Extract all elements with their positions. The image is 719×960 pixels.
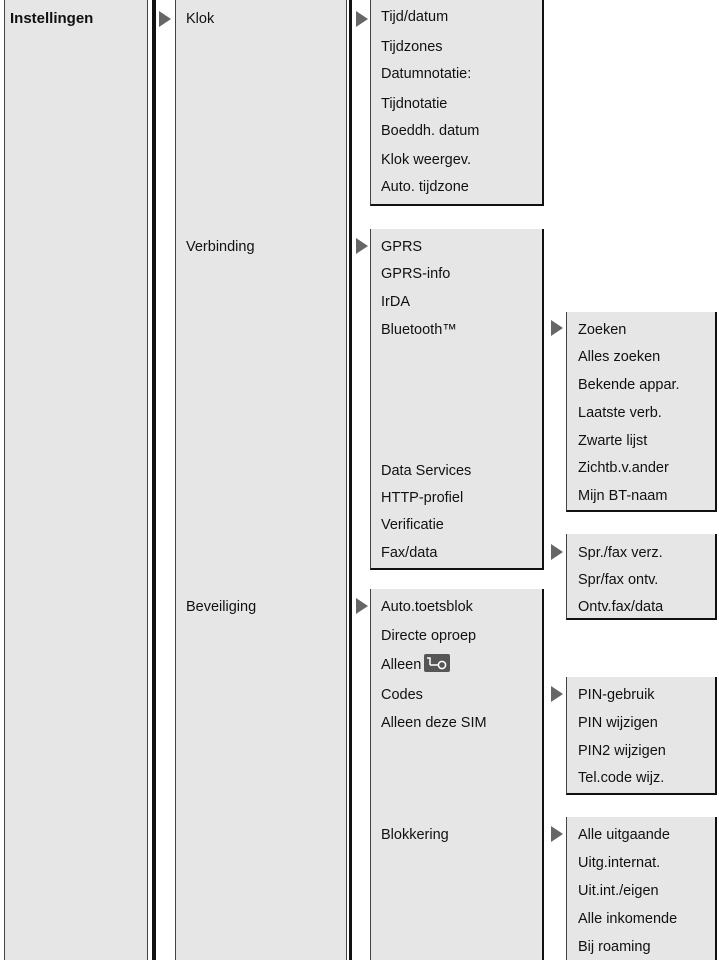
submenu-bluetooth: [566, 312, 717, 512]
menu-item[interactable]: Zichtb.v.ander: [578, 460, 669, 476]
triangle-right-icon: [551, 826, 563, 842]
divider-rule: [349, 0, 352, 960]
menu-item[interactable]: Spr./fax verz.: [578, 545, 663, 561]
menu-column-level1: [175, 0, 347, 960]
menu-item[interactable]: Klok weergev.: [381, 152, 471, 168]
menu-item[interactable]: Blokkering: [381, 827, 449, 843]
menu-column-root: [4, 0, 148, 960]
submenu-verbinding: [370, 229, 544, 570]
menu-item[interactable]: Alles zoeken: [578, 349, 661, 365]
menu-item[interactable]: Datumnotatie:: [381, 66, 472, 82]
menu-item[interactable]: Ontv.fax/data: [578, 599, 664, 615]
menu-item[interactable]: Zwarte lijst: [578, 433, 648, 449]
key-icon: [424, 654, 451, 673]
triangle-right-icon: [356, 238, 368, 254]
submenu-blokkering: [566, 817, 717, 960]
menu-item[interactable]: PIN-gebruik: [578, 687, 655, 703]
menu-item-instellingen[interactable]: Instellingen: [10, 10, 94, 27]
menu-item[interactable]: Tijd/datum: [381, 9, 449, 25]
menu-item[interactable]: HTTP-profiel: [381, 490, 464, 506]
triangle-right-icon: [551, 686, 563, 702]
menu-item[interactable]: Alle inkomende: [578, 911, 678, 927]
menu-item[interactable]: Bekende appar.: [578, 377, 680, 393]
menu-item[interactable]: Bij roaming: [578, 939, 651, 955]
submenu-klok: [370, 0, 544, 206]
menu-item[interactable]: Alleen deze SIM: [381, 715, 487, 731]
triangle-right-icon: [356, 11, 368, 27]
triangle-right-icon: [551, 320, 563, 336]
menu-item[interactable]: IrDA: [381, 294, 410, 310]
menu-item[interactable]: Tijdnotatie: [381, 96, 448, 112]
menu-item[interactable]: Bluetooth™: [381, 322, 457, 338]
menu-item-klok[interactable]: Klok: [186, 11, 215, 27]
menu-item[interactable]: Alleen: [381, 654, 451, 674]
menu-item[interactable]: PIN2 wijzigen: [578, 743, 666, 759]
menu-item[interactable]: Laatste verb.: [578, 405, 662, 421]
menu-item[interactable]: Verificatie: [381, 517, 444, 533]
menu-item[interactable]: Tijdzones: [381, 39, 443, 55]
menu-item[interactable]: Auto.toetsblok: [381, 599, 473, 615]
menu-item[interactable]: Tel.code wijz.: [578, 770, 665, 786]
divider-rule: [152, 0, 156, 960]
menu-item-verbinding[interactable]: Verbinding: [186, 239, 255, 255]
menu-item[interactable]: PIN wijzigen: [578, 715, 658, 731]
menu-item[interactable]: Data Services: [381, 463, 472, 479]
menu-item[interactable]: Uit.int./eigen: [578, 883, 659, 899]
menu-item[interactable]: Uitg.internat.: [578, 855, 661, 871]
menu-item[interactable]: Codes: [381, 687, 423, 703]
menu-item[interactable]: Zoeken: [578, 322, 627, 338]
submenu-codes: [566, 677, 717, 795]
menu-item[interactable]: Mijn BT-naam: [578, 488, 668, 504]
menu-item-beveiliging[interactable]: Beveiliging: [186, 599, 257, 615]
submenu-faxdata: [566, 534, 717, 620]
menu-item[interactable]: Spr/fax ontv.: [578, 572, 659, 588]
menu-item[interactable]: Alle uitgaande: [578, 827, 670, 843]
menu-item[interactable]: GPRS-info: [381, 266, 451, 282]
menu-item[interactable]: Directe oproep: [381, 628, 477, 644]
menu-item[interactable]: GPRS: [381, 239, 423, 255]
menu-item[interactable]: Boeddh. datum: [381, 123, 480, 139]
menu-item[interactable]: Auto. tijdzone: [381, 179, 469, 195]
triangle-right-icon: [551, 544, 563, 560]
triangle-right-icon: [356, 598, 368, 614]
menu-item-label: Alleen: [381, 657, 422, 673]
triangle-right-icon: [159, 11, 171, 27]
submenu-beveiliging: [370, 589, 544, 960]
menu-item[interactable]: Fax/data: [381, 545, 438, 561]
